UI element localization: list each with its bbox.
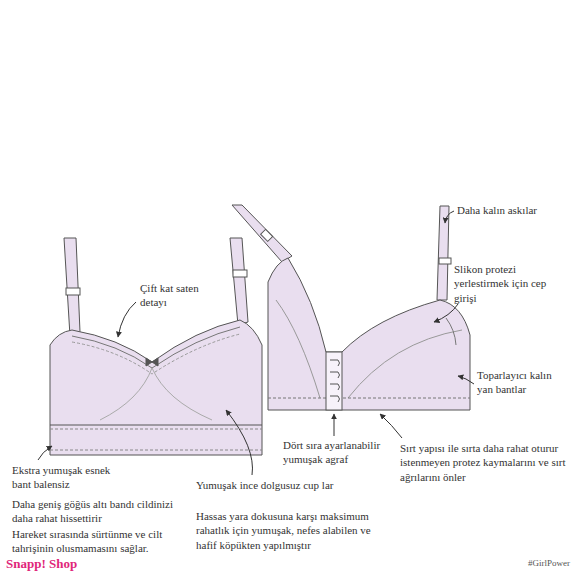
leader-arrow	[434, 304, 458, 322]
callout-text: Ekstra yumuşak esnek bant balensiz	[12, 463, 112, 492]
callout-text: Toparlayıcı kalın yan bantlar	[477, 368, 569, 397]
strap	[64, 238, 80, 336]
hook-closure	[326, 352, 342, 410]
strap-adjuster	[233, 270, 247, 277]
watermark: #GirlPower	[500, 558, 570, 570]
back-view	[232, 205, 470, 410]
hook	[330, 372, 340, 378]
callout-text: Çift kat saten detayı	[140, 281, 212, 310]
leader-arrow	[445, 211, 454, 223]
hook	[330, 384, 340, 390]
strap-adjuster	[261, 229, 273, 241]
strap	[230, 238, 248, 325]
callout-text: Daha geniş göğüs altı bandı cildinizi da…	[12, 497, 190, 526]
hook	[330, 396, 340, 402]
callout-text: Dört sıra ayarlanabilir yumuşak agraf	[283, 438, 391, 467]
watermark: Snapp! Shop	[6, 556, 126, 573]
band-stitch	[50, 429, 262, 430]
hook	[330, 360, 340, 366]
front-view	[50, 238, 262, 455]
pocket-opening	[446, 318, 456, 345]
callout-text: Hareket sırasında sürtünme ve cilt tahri…	[12, 527, 190, 556]
strap-adjuster	[439, 258, 451, 264]
bow	[146, 358, 158, 366]
band-stitch	[50, 450, 262, 451]
leader-arrow	[458, 376, 474, 384]
front-body	[50, 320, 262, 455]
leader-arrow	[380, 414, 402, 438]
leader-arrow	[334, 414, 335, 436]
cup-lining	[348, 330, 462, 398]
leader-arrow	[38, 446, 52, 460]
cup-seam	[100, 368, 152, 420]
satin-trim	[72, 334, 240, 374]
leader-lines	[38, 211, 474, 475]
band-top	[50, 425, 262, 426]
cup-lining	[276, 300, 320, 398]
callout-text: Daha kalın askılar	[457, 203, 567, 217]
callout-text: Slikon protezi yerlestirmek için cep gir…	[454, 262, 569, 305]
leader-arrow	[118, 302, 136, 337]
callout-text: Yumuşak ince dolgusuz cup lar	[196, 478, 386, 492]
callout-text: Sırt yapısı ile sırta daha rahat oturur …	[400, 441, 570, 484]
strap	[437, 206, 449, 300]
leader-arrow	[226, 410, 252, 475]
back-body	[268, 258, 470, 410]
band-stitch	[268, 398, 470, 399]
callout-text: Hassas yara dokusuna karşı maksimum raha…	[196, 509, 386, 552]
strap-adjuster	[66, 288, 80, 295]
cup-seam	[152, 368, 212, 420]
